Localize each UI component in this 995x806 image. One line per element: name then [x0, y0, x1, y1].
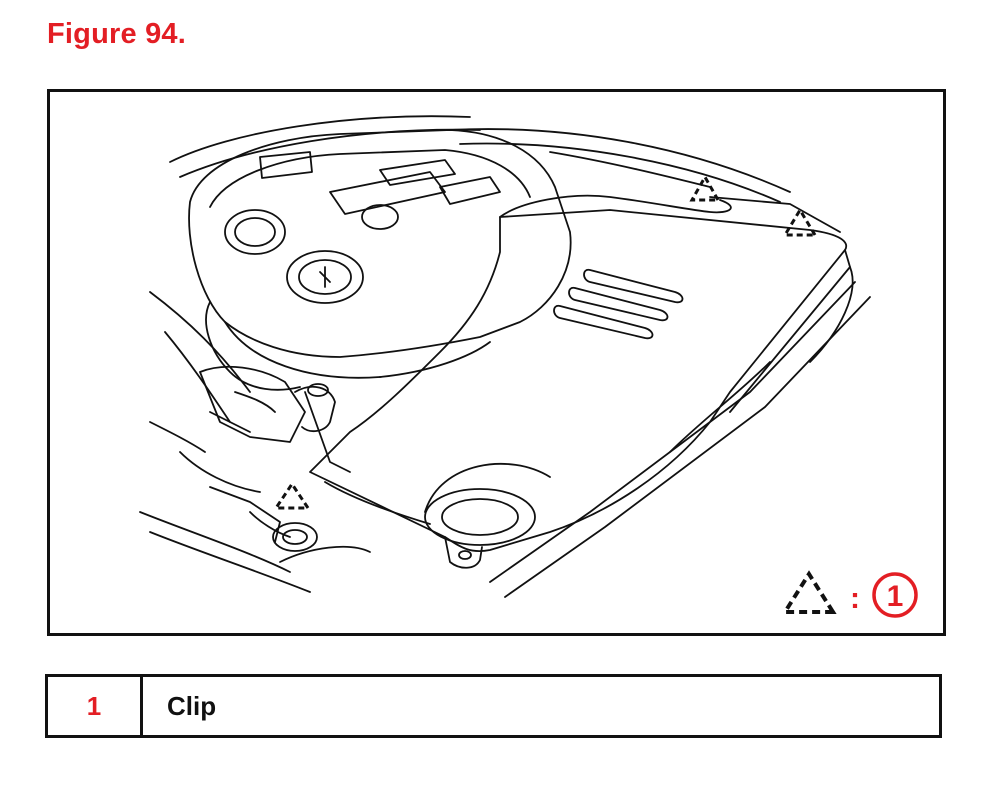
body-contour-lines — [139, 115, 791, 593]
figure-title: Figure 94. — [47, 18, 186, 50]
cowl-panel — [489, 281, 871, 598]
key-separator: : — [850, 582, 860, 615]
engine-cover — [188, 129, 572, 379]
engine-bay-drawing: : 1 — [139, 115, 918, 618]
dashed-triangle-icon — [782, 207, 818, 237]
legend-table: 1 Clip — [45, 674, 942, 738]
legend-number-cell: 1 — [48, 677, 143, 735]
circled-number-icon — [872, 572, 918, 618]
legend-label-cell: Clip — [167, 690, 217, 721]
air-cleaner-cover — [309, 209, 854, 569]
left-engine-components — [149, 365, 371, 563]
callout-key: : 1 — [781, 570, 918, 618]
wiring-harness — [205, 194, 841, 391]
callout-number: 1 — [887, 580, 904, 613]
clip-markers — [273, 173, 818, 510]
dashed-triangle-icon — [781, 570, 837, 614]
figure-illustration: : 1 — [47, 89, 946, 636]
dashed-triangle-icon — [689, 173, 721, 202]
dashed-triangle-icon — [273, 481, 311, 510]
